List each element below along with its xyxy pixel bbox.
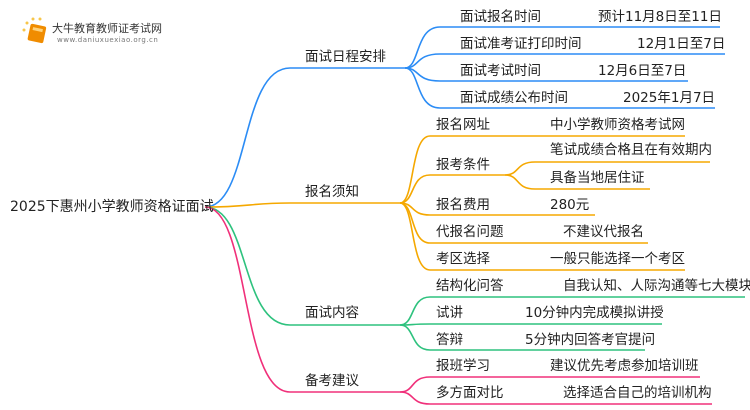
item-label: 报班学习 [436,358,490,374]
item-label: 面试准考证打印时间 [460,36,582,52]
branch-registration: 报名须知 [305,184,359,200]
item-value: 12月6日至7日 [598,63,687,79]
item-value: 一般只能选择一个考区 [550,251,685,267]
item-label: 报名网址 [436,117,490,133]
root-node: 2025下惠州小学教师资格证面试 [10,199,214,215]
item-value: 12月1日至7日 [637,36,726,52]
branch-schedule: 面试日程安排 [305,49,386,65]
item-label: 面试成绩公布时间 [460,90,568,106]
item-value: 具备当地居住证 [550,170,645,186]
item-value: 2025年1月7日 [623,90,716,106]
logo-title: 大牛教育教师证考试网 [52,22,162,35]
item-value: 选择适合自己的培训机构 [563,385,712,401]
logo-book-icon [22,17,47,44]
item-value: 10分钟内完成模拟讲授 [525,305,664,321]
branch-content: 面试内容 [305,305,359,321]
item-value: 自我认知、人际沟通等七大模块 [563,278,750,294]
item-label: 报考条件 [436,157,490,173]
item-label: 代报名问题 [436,224,504,240]
item-value: 5分钟内回答考官提问 [525,332,656,348]
item-value: 280元 [550,197,590,213]
item-value: 建议优先考虑参加培训班 [550,358,699,374]
branch-advice: 备考建议 [305,373,359,389]
item-label: 答辩 [436,332,463,348]
item-label: 多方面对比 [436,385,504,401]
item-label: 考区选择 [436,251,490,267]
item-value: 中小学教师资格考试网 [550,117,685,133]
item-value: 不建议代报名 [563,224,644,240]
item-label: 报名费用 [436,197,490,213]
logo-url: www.daniuxuexiao.org.cn [57,36,159,44]
item-label: 结构化问答 [436,278,504,294]
item-value: 预计11月8日至11日 [598,9,722,25]
item-label: 面试报名时间 [460,9,541,25]
item-value: 笔试成绩合格且在有效期内 [550,142,712,158]
item-label: 面试考试时间 [460,63,541,79]
item-label: 试讲 [436,305,463,321]
